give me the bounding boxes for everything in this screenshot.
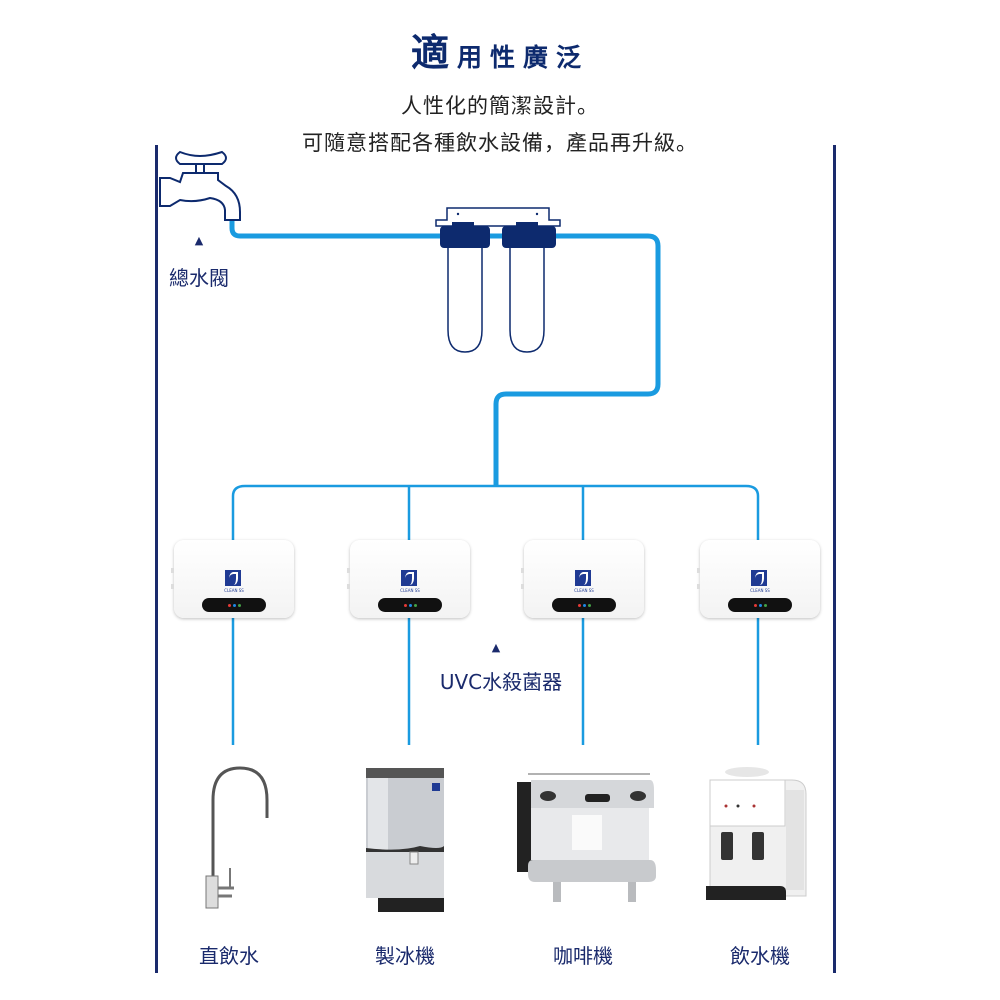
title-first-char: 適 [410,31,451,75]
ice-maker-icon [366,768,444,912]
faucet-valve-icon [159,150,241,221]
drinking-faucet-icon [205,766,269,909]
appliance-label-water-dispenser: 飲水機 [730,944,790,968]
page-title: 適用性廣泛 [0,22,1000,77]
brand-label: CLEAN SS [574,588,594,593]
pipe-valve-to-filter [229,218,446,239]
pipe-filter-to-distribution [493,233,661,486]
coffee-machine-icon [517,773,656,902]
brand-label: CLEAN SS [750,588,770,593]
indicator-panel [378,598,442,612]
appliance-label-drinking-faucet: 直飲水 [199,944,259,968]
source-label: 總水閥 [169,266,229,290]
uvc-marker: ▲ [491,641,501,654]
frame-right-border [833,145,836,973]
clean-ss-logo-icon [225,570,241,586]
uvc-unit-2: CLEAN SS [347,540,470,618]
brand-label: CLEAN SS [400,588,420,593]
appliance-label-ice-maker: 製冰機 [375,944,435,968]
uvc-unit-3: CLEAN SS [521,540,644,618]
indicator-panel [552,598,616,612]
indicator-panel [728,598,792,612]
subtitle-line-1: 人性化的簡潔設計。 [401,94,599,118]
title-rest: 用性廣泛 [457,43,590,72]
clean-ss-logo-icon [401,570,417,586]
uvc-unit-4: CLEAN SS [697,540,820,618]
uvc-label: UVC水殺菌器 [439,670,563,694]
water-dispenser-icon [706,767,807,900]
subtitle-line-2: 可隨意搭配各種飲水設備，產品再升級。 [302,131,698,155]
pipe-manifold [231,484,760,540]
clean-ss-logo-icon [575,570,591,586]
appliance-label-coffee-machine: 咖啡機 [553,944,613,968]
brand-label: CLEAN SS [224,588,244,593]
uvc-unit-1: CLEAN SS [171,540,294,618]
dual-water-filter-icon [435,207,561,353]
clean-ss-logo-icon [751,570,767,586]
frame-left-border [155,145,158,973]
indicator-panel [202,598,266,612]
source-marker: ▲ [194,234,204,247]
